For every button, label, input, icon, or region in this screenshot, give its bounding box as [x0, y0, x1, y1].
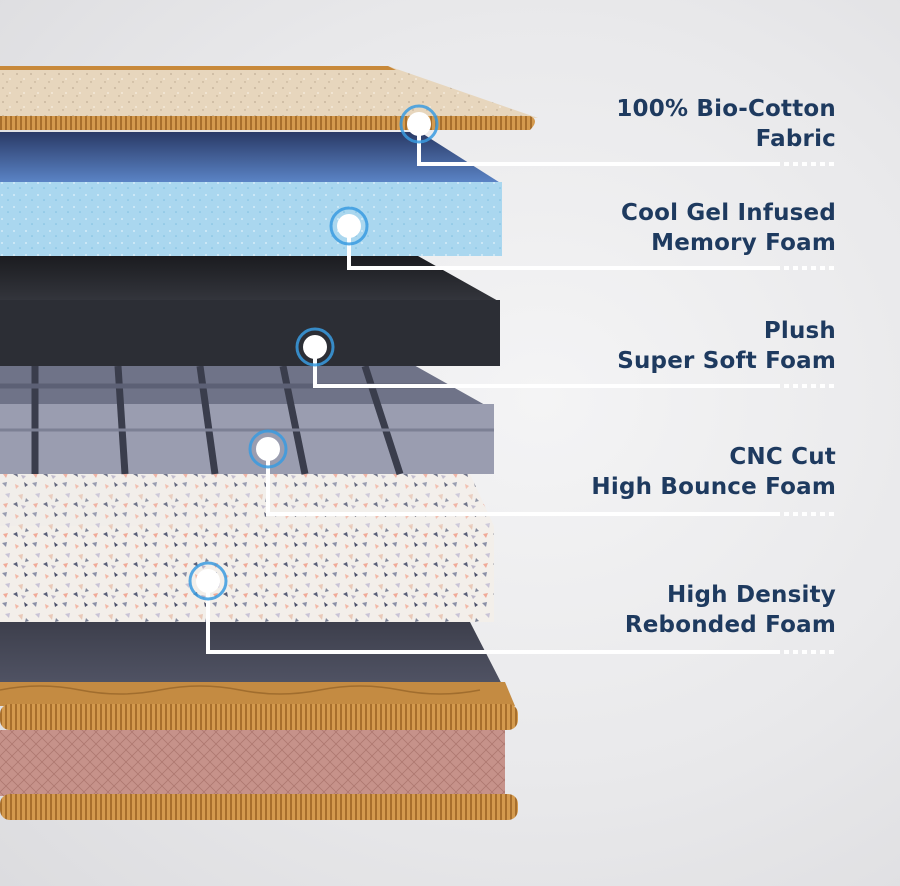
leader-line-fabric — [417, 124, 780, 166]
label-cool-gel-memory-foam: Cool Gel Infused Memory Foam — [621, 198, 836, 258]
plush-foam-layer — [0, 256, 500, 366]
cnc-foam-layer — [0, 364, 494, 476]
label-line: Rebonded Foam — [624, 612, 836, 638]
leader-lines — [206, 124, 780, 654]
marker-plush — [295, 327, 335, 367]
marker-cnc — [248, 429, 288, 469]
label-line: Super Soft Foam — [617, 348, 836, 374]
label-line: CNC Cut — [729, 444, 836, 470]
label-cnc-cut-high-bounce-foam: CNC Cut High Bounce Foam — [591, 442, 836, 502]
label-line: High Density — [666, 582, 836, 608]
leader-line-rebonded — [206, 581, 780, 654]
gel-foam-layer — [0, 132, 502, 256]
label-line: Plush — [763, 318, 836, 344]
label-plush-super-soft-foam: Plush Super Soft Foam — [617, 316, 836, 376]
base-layer — [0, 622, 518, 820]
label-line: High Bounce Foam — [591, 474, 836, 500]
marker-rebonded — [188, 561, 228, 601]
leader-line-plush — [313, 347, 780, 388]
rebonded-foam-layer — [0, 474, 494, 622]
label-line: Memory Foam — [651, 230, 836, 256]
marker-fabric — [399, 104, 439, 144]
label-line: 100% Bio-Cotton — [616, 96, 836, 122]
label-line: Fabric — [755, 126, 836, 152]
label-bio-cotton-fabric: 100% Bio-Cotton Fabric — [616, 94, 836, 154]
fabric-layer — [0, 66, 538, 130]
leader-line-cnc — [266, 449, 780, 516]
leader-line-gel — [347, 226, 780, 270]
label-high-density-rebonded-foam: High Density Rebonded Foam — [625, 580, 836, 640]
leader-dashes — [784, 162, 838, 654]
marker-gel — [329, 206, 369, 246]
label-line: Cool Gel Infused — [620, 200, 836, 226]
